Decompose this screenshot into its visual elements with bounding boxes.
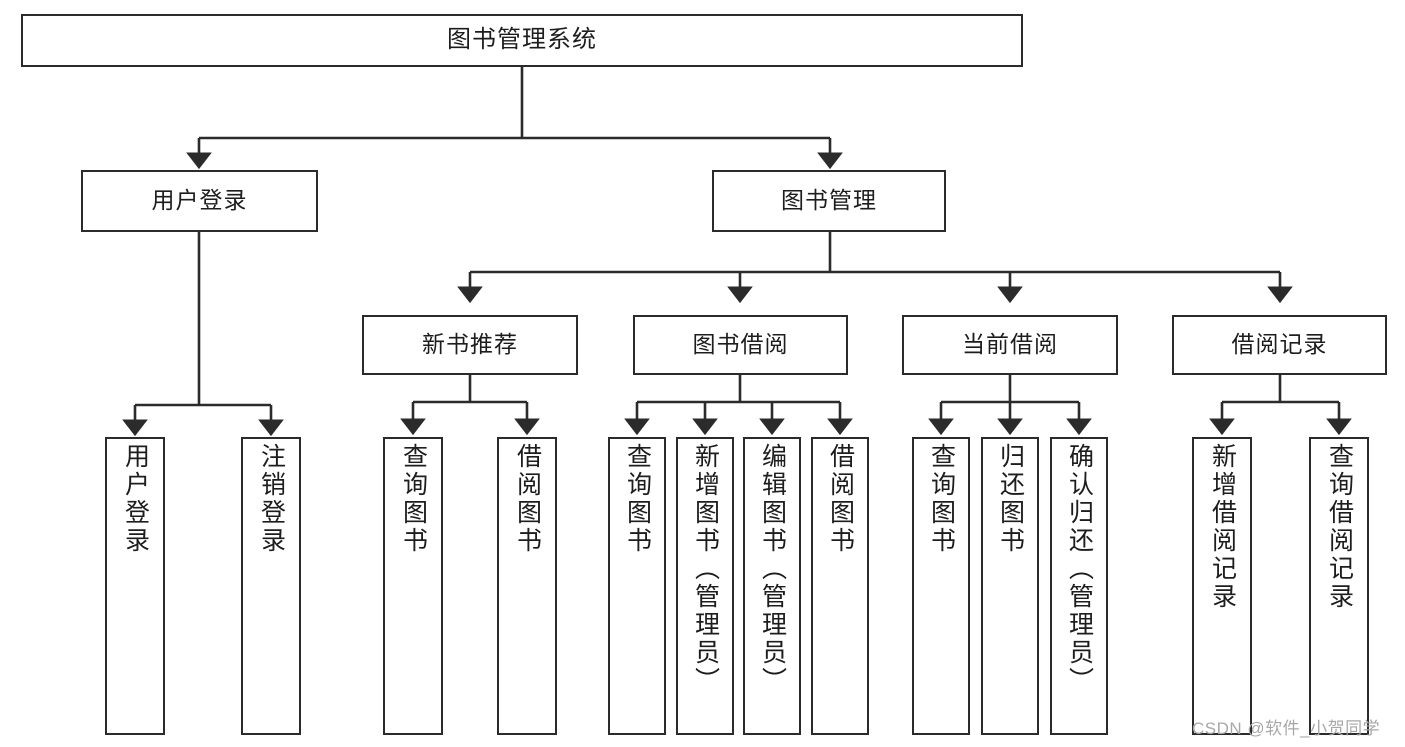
node-label: 归还图书 <box>996 443 1025 555</box>
node-root-book-management-system[interactable]: 图书管理系统 <box>21 14 1023 67</box>
node-borrow-record[interactable]: 借阅记录 <box>1172 315 1387 375</box>
node-current-borrow[interactable]: 当前借阅 <box>902 315 1118 375</box>
node-label: 借阅记录 <box>1231 331 1328 358</box>
node-label: 借阅图书 <box>826 443 855 555</box>
leaf-return-book[interactable]: 归还图书 <box>981 437 1039 735</box>
leaf-add-borrow-record[interactable]: 新增借阅记录 <box>1192 437 1252 735</box>
node-label: 注销登录 <box>257 443 286 555</box>
leaf-query-book-borrow[interactable]: 查询图书 <box>608 437 666 735</box>
leaf-confirm-return-admin[interactable]: 确认归还（管理员） <box>1050 437 1108 735</box>
node-label: 编辑图书（管理员） <box>758 443 787 695</box>
node-label: 借阅图书 <box>513 443 542 555</box>
node-label: 新增借阅记录 <box>1208 443 1237 611</box>
node-label: 确认归还（管理员） <box>1065 443 1094 695</box>
leaf-borrow-book-recommend[interactable]: 借阅图书 <box>497 437 557 735</box>
leaf-query-book-recommend[interactable]: 查询图书 <box>383 437 443 735</box>
leaf-user-login[interactable]: 用户登录 <box>105 437 165 735</box>
node-label: 新书推荐 <box>422 331 518 358</box>
node-label: 图书管理 <box>781 187 877 214</box>
leaf-add-book-admin[interactable]: 新增图书（管理员） <box>676 437 734 735</box>
node-label: 当前借阅 <box>962 331 1058 358</box>
node-label: 查询图书 <box>927 443 956 555</box>
node-label: 用户登录 <box>121 443 150 555</box>
node-user-login[interactable]: 用户登录 <box>81 170 318 232</box>
node-label: 查询图书 <box>399 443 428 555</box>
node-new-book-recommend[interactable]: 新书推荐 <box>362 315 578 375</box>
node-label: 图书管理系统 <box>447 26 597 54</box>
leaf-logout[interactable]: 注销登录 <box>241 437 301 735</box>
leaf-edit-book-admin[interactable]: 编辑图书（管理员） <box>743 437 801 735</box>
node-label: 查询图书 <box>623 443 652 555</box>
node-label: 用户登录 <box>151 187 248 214</box>
node-label: 查询借阅记录 <box>1325 443 1354 611</box>
leaf-query-borrow-record[interactable]: 查询借阅记录 <box>1309 437 1369 735</box>
node-book-management[interactable]: 图书管理 <box>712 170 946 232</box>
leaf-borrow-book[interactable]: 借阅图书 <box>811 437 869 735</box>
node-label: 图书借阅 <box>692 331 789 358</box>
node-label: 新增图书（管理员） <box>691 443 720 695</box>
node-book-borrow[interactable]: 图书借阅 <box>633 315 848 375</box>
leaf-query-book-current[interactable]: 查询图书 <box>912 437 970 735</box>
